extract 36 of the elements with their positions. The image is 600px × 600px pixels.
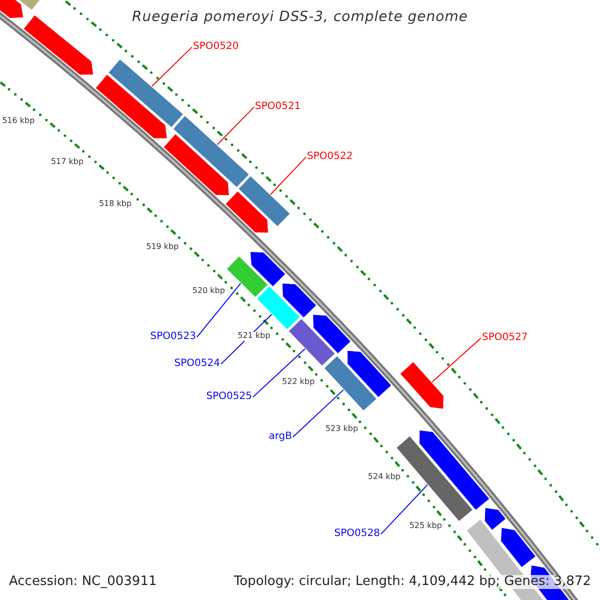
leader-line — [196, 282, 242, 338]
gene-label: SPO0527 — [482, 332, 528, 343]
position-label: 519 kbp — [146, 243, 179, 252]
genome-summary-text: Topology: circular; Length: 4,109,442 bp; Genes: 3,872 — [234, 575, 591, 590]
gene-bar — [238, 175, 291, 228]
position-label: 524 kbp — [368, 472, 400, 482]
position-label: 521 kbp — [238, 332, 270, 342]
position-label: 522 kbp — [282, 378, 315, 388]
gene-feature — [400, 361, 444, 410]
position-label: 518 kbp — [98, 200, 132, 209]
leader-line — [270, 156, 306, 196]
leader-line — [151, 46, 192, 87]
leader-line — [252, 348, 306, 398]
position-label: 516 kbp — [2, 116, 35, 126]
gene-bar — [256, 286, 301, 330]
accession-text: Accession: NC_003911 — [9, 575, 157, 590]
gene-label: SPO0528 — [334, 528, 380, 539]
position-label: 520 kbp — [192, 287, 225, 296]
title: Ruegeria pomeroyi DSS-3, complete genome — [131, 10, 469, 26]
gene-bar — [226, 256, 268, 298]
leader-line — [216, 106, 254, 146]
gene-bar — [324, 355, 378, 412]
gene-label: SPO0521 — [255, 101, 301, 112]
gene-bar — [288, 318, 336, 366]
leader-line — [431, 338, 482, 383]
gene-label: SPO0525 — [206, 391, 252, 402]
gene-bar — [108, 58, 184, 128]
position-label: 517 kbp — [50, 158, 84, 167]
gene-label: argB — [268, 431, 292, 442]
gene-label: SPO0522 — [307, 151, 353, 162]
gene-bar — [172, 115, 250, 188]
gene-label: SPO0523 — [150, 331, 196, 342]
gene-label: SPO0520 — [193, 41, 239, 52]
gene-label: SPO0524 — [174, 358, 220, 369]
leader-line — [380, 484, 428, 535]
gene-feature — [418, 430, 490, 511]
